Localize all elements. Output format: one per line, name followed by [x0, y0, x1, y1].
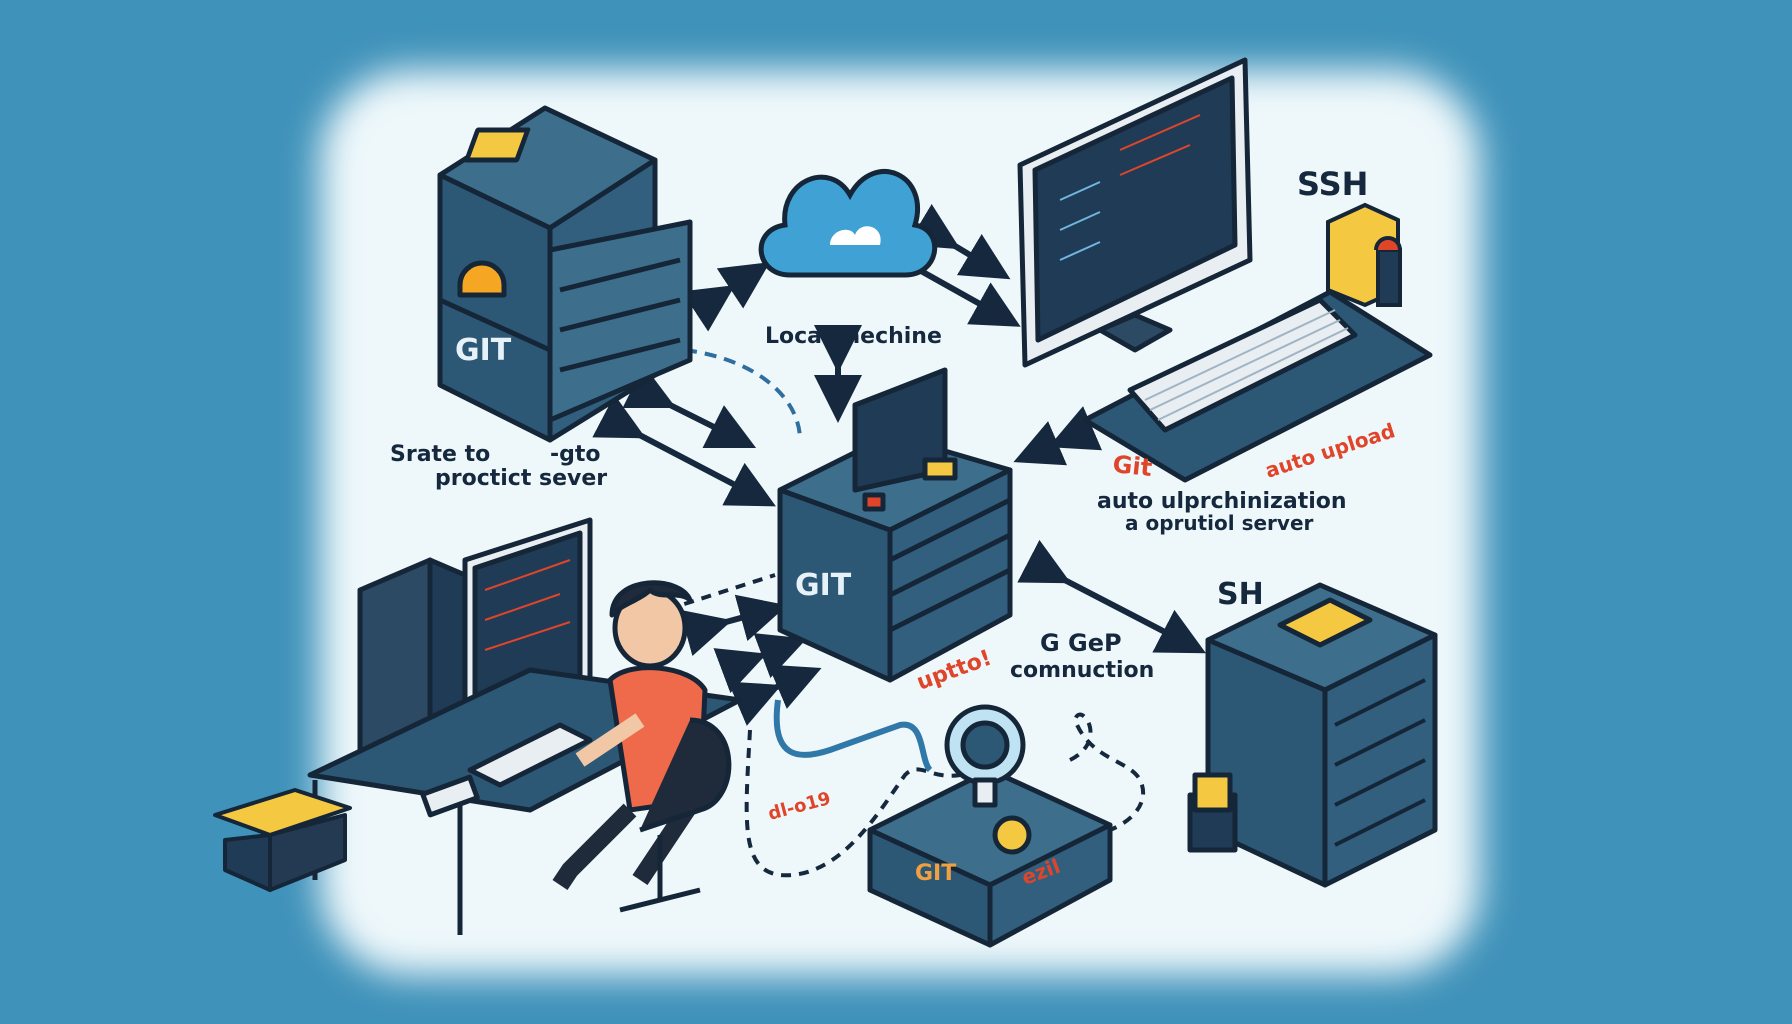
local-machine-label: Local mechine	[765, 324, 942, 349]
ssh-server-right	[1187, 582, 1438, 888]
git-label-bottom: GIT	[915, 861, 956, 886]
lightbulb-sync-device	[867, 704, 1113, 948]
dashed-link	[684, 348, 802, 441]
connection-label-line1: G GeP	[1040, 629, 1122, 657]
left-caption-line2: proctict sever	[435, 466, 607, 491]
cable	[773, 699, 933, 773]
dashed-link	[744, 729, 961, 878]
git-label-center-server: GIT	[795, 568, 852, 603]
monitor-icon	[1017, 57, 1253, 368]
ssh-label-top: SSH	[1297, 165, 1368, 203]
package-icon	[213, 788, 352, 892]
right-caption-line2: a oprutiol server	[1125, 511, 1314, 535]
connection-label-line2: comnuction	[1010, 658, 1154, 683]
left-caption-line1: Srate to	[390, 442, 490, 467]
keyboard-icon	[1082, 289, 1433, 483]
git-server-left	[437, 105, 693, 443]
package-icon	[1326, 202, 1402, 308]
connection-arrows	[592, 203, 1206, 726]
developer-person	[552, 580, 732, 913]
left-caption-line1b: -gto	[550, 442, 601, 467]
git-server-center	[777, 367, 1013, 683]
dashed-link	[1069, 712, 1146, 832]
git-red-label: Git	[1111, 450, 1153, 482]
git-label-left-server: GIT	[455, 333, 512, 368]
cloud-icon	[758, 169, 938, 278]
right-caption-line1: auto ulprchinization	[1097, 489, 1347, 514]
ssh-label-right: SH	[1217, 577, 1264, 612]
